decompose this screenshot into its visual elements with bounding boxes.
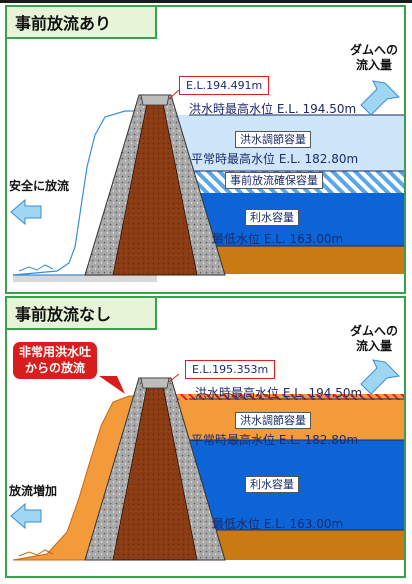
panel-title: 事前放流なし: [7, 298, 157, 330]
surcharge-zone: [157, 394, 404, 400]
dam-crest: [140, 94, 170, 106]
inflow-label-line1: ダムへの: [349, 324, 398, 338]
inflow-label-line1: ダムへの: [349, 43, 398, 57]
crest-elevation-label: E.L.195.353m: [185, 360, 276, 380]
pre-release-capacity-label: 事前放流確保容量: [225, 172, 323, 190]
spillway-label-line2: からの放流: [25, 360, 86, 375]
emergency-spillway-callout: 非常用洪水吐 からの放流: [13, 342, 98, 380]
crest-elevation-label: E.L.194.491m: [179, 76, 270, 96]
flood-control-capacity-label: 洪水調節容量: [235, 131, 311, 149]
inflow-arrow-icon: [360, 80, 401, 116]
dam-diagram-with: [10, 80, 404, 282]
outflow-label: 放流増加: [9, 484, 58, 498]
min-level-label: 最低水位 E.L. 163.00m: [212, 232, 344, 246]
flow-ripple: [18, 549, 54, 557]
top-border-line: [0, 0, 412, 3]
panel-with-pre-release: 事前放流あり E.L.194.491m 洪水時最高水位 E.L. 194.50m…: [5, 5, 406, 294]
dam-crest: [140, 377, 170, 389]
utility-capacity-label: 利水容量: [245, 476, 299, 494]
panel-title: 事前放流あり: [7, 7, 157, 39]
panel-without-pre-release: 事前放流なし E.L.195.353m 洪水時最高水位 E.L. 194.50m…: [5, 296, 406, 578]
outflow-arrow-icon: [10, 198, 42, 226]
outflow-arrow-icon: [10, 502, 42, 530]
el-leader-line: [168, 373, 180, 383]
flow-ripple: [18, 264, 54, 272]
el-leader-line: [168, 89, 180, 100]
flood-max-level-label: 洪水時最高水位 E.L. 194.50m: [195, 386, 363, 400]
spillway-label-line1: 非常用洪水吐: [19, 345, 92, 359]
utility-capacity-label: 利水容量: [245, 209, 299, 227]
inflow-label-line2: 流入量: [355, 339, 392, 353]
normal-max-level-label: 平常時最高水位 E.L. 182.80m: [191, 152, 359, 166]
spillway-callout-tail: [99, 376, 125, 394]
flood-control-capacity-label: 洪水調節容量: [235, 412, 311, 430]
inflow-arrow-icon: [360, 359, 401, 395]
flood-max-level-label: 洪水時最高水位 E.L. 194.50m: [189, 102, 357, 116]
normal-max-level-label: 平常時最高水位 E.L. 182.80m: [191, 433, 359, 447]
inflow-label: ダムへの 流入量: [350, 324, 398, 354]
min-level-label: 最低水位 E.L. 163.00m: [212, 517, 344, 531]
inflow-label: ダムへの 流入量: [350, 43, 398, 73]
outflow-label: 安全に放流: [9, 179, 70, 193]
inflow-label-line2: 流入量: [355, 58, 392, 72]
